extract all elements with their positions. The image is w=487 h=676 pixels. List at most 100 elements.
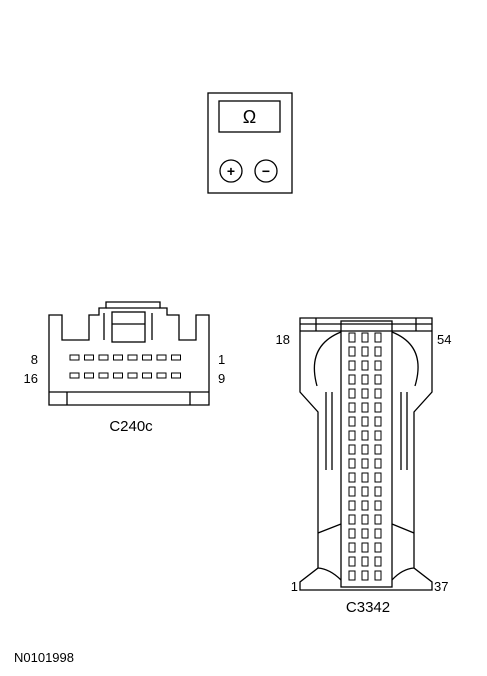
- c240c-pin-9-label: 9: [218, 371, 225, 386]
- c3342-pin-cavity: [361, 556, 369, 567]
- c3342-pin-cavity: [374, 374, 382, 385]
- negative-terminal-icon: [254, 159, 278, 183]
- c240c-pin-cavity: [171, 354, 181, 361]
- c3342-taper: [317, 523, 342, 534]
- c3342-pin-cavity: [348, 472, 356, 483]
- multimeter: [207, 92, 293, 194]
- c3342-pin-cavity: [361, 444, 369, 455]
- c3342-shoulder-left: [313, 331, 342, 387]
- c3342-pin-cavity: [348, 388, 356, 399]
- c3342-pin-cavity: [374, 542, 382, 553]
- multimeter-body: [207, 92, 293, 194]
- c3342-shoulder-right: [391, 331, 419, 387]
- c3342-pin-54-label: 54: [437, 332, 451, 347]
- c3342-connector-label: C3342: [346, 599, 390, 616]
- c3342-pin-cavity: [361, 570, 369, 581]
- c3342-pin-cavity: [374, 346, 382, 357]
- c3342-pin-cavity: [361, 542, 369, 553]
- c3342-pin-cavity: [348, 430, 356, 441]
- c3342-pin-cavity: [348, 528, 356, 539]
- c3342-pin-cavity: [361, 360, 369, 371]
- c3342-pin-grid: [348, 332, 382, 581]
- c3342-pin-cavity: [374, 360, 382, 371]
- c240c-connector-label: C240c: [109, 418, 153, 435]
- figure-id: N0101998: [14, 650, 74, 665]
- c240c-pin-cavity: [171, 372, 181, 379]
- c3342-pin-cavity: [374, 332, 382, 343]
- c3342-pin-cavity: [361, 346, 369, 357]
- c3342-pin-cavity: [374, 388, 382, 399]
- connector-c240c: [48, 301, 210, 406]
- c3342-pin-cavity: [361, 528, 369, 539]
- c3342-pin-cavity: [361, 486, 369, 497]
- c3342-pin-cavity: [348, 416, 356, 427]
- c3342-pin-cavity: [374, 500, 382, 511]
- positive-terminal-icon: [219, 159, 243, 183]
- c3342-pin-cavity: [374, 416, 382, 427]
- multimeter-display: [218, 100, 281, 133]
- c3342-pin-cavity: [348, 570, 356, 581]
- c240c-latch: [111, 311, 146, 343]
- c3342-pin-cavity: [374, 570, 382, 581]
- c240c-pin-cavity: [156, 354, 167, 361]
- c3342-pin-cavity: [361, 500, 369, 511]
- c3342-pin-cavity: [374, 458, 382, 469]
- c3342-pin-cavity: [361, 416, 369, 427]
- c3342-pin-cavity: [361, 402, 369, 413]
- c240c-pin-8-label: 8: [31, 352, 38, 367]
- negative-symbol: −: [262, 163, 270, 179]
- c3342-pin-cavity: [348, 514, 356, 525]
- c240c-pin-cavity: [113, 372, 123, 379]
- c240c-pin-cavity: [113, 354, 123, 361]
- c3342-pin-cavity: [361, 374, 369, 385]
- c3342-taper: [391, 523, 415, 534]
- c3342-pin-cavity: [374, 556, 382, 567]
- c3342-pin-cavity: [374, 402, 382, 413]
- c3342-pin-cavity: [374, 486, 382, 497]
- c240c-pin-cavity: [69, 354, 80, 361]
- c3342-pin-cavity: [361, 472, 369, 483]
- c240c-pin-16-label: 16: [24, 371, 38, 386]
- c240c-pin-cavity: [142, 354, 152, 361]
- c3342-pin-cavity: [361, 458, 369, 469]
- connector-c3342: [299, 317, 433, 591]
- positive-symbol: +: [227, 163, 235, 179]
- c3342-outline: [299, 317, 433, 591]
- c3342-pin-cavity: [348, 486, 356, 497]
- c3342-pin-cavity: [361, 332, 369, 343]
- c3342-pin-cavity: [348, 500, 356, 511]
- c240c-pin-cavity: [127, 372, 138, 379]
- c3342-pin-block: [340, 320, 393, 588]
- c3342-pin-37-label: 37: [434, 579, 448, 594]
- c240c-pin-cavity: [156, 372, 167, 379]
- c3342-pin-cavity: [361, 514, 369, 525]
- c240c-pin-cavity: [69, 372, 80, 379]
- c3342-pin-cavity: [361, 430, 369, 441]
- c3342-pin-cavity: [348, 402, 356, 413]
- c3342-pin-cavity: [348, 360, 356, 371]
- c3342-pin-cavity: [374, 444, 382, 455]
- c240c-pin-grid: [69, 354, 181, 379]
- c3342-pin-18-label: 18: [276, 332, 290, 347]
- c3342-bottom-socket-left: [317, 567, 342, 581]
- c3342-pin-cavity: [374, 430, 382, 441]
- c3342-pin-cavity: [348, 556, 356, 567]
- c240c-outline: [48, 301, 210, 406]
- c3342-pin-cavity: [348, 374, 356, 385]
- c3342-pin-cavity: [348, 444, 356, 455]
- c240c-pin-cavity: [142, 372, 152, 379]
- c3342-pin-cavity: [348, 542, 356, 553]
- c3342-pin-cavity: [348, 332, 356, 343]
- ohm-symbol: Ω: [243, 107, 256, 127]
- c3342-pin-cavity: [348, 346, 356, 357]
- c3342-pin-cavity: [348, 458, 356, 469]
- c240c-pin-cavity: [98, 372, 109, 379]
- c3342-pin-cavity: [361, 388, 369, 399]
- c3342-pin-cavity: [374, 514, 382, 525]
- c240c-pin-cavity: [84, 372, 94, 379]
- c3342-pin-1-label: 1: [291, 579, 298, 594]
- c3342-pin-cavity: [374, 472, 382, 483]
- c240c-pin-cavity: [98, 354, 109, 361]
- c3342-bottom-socket-right: [391, 567, 415, 581]
